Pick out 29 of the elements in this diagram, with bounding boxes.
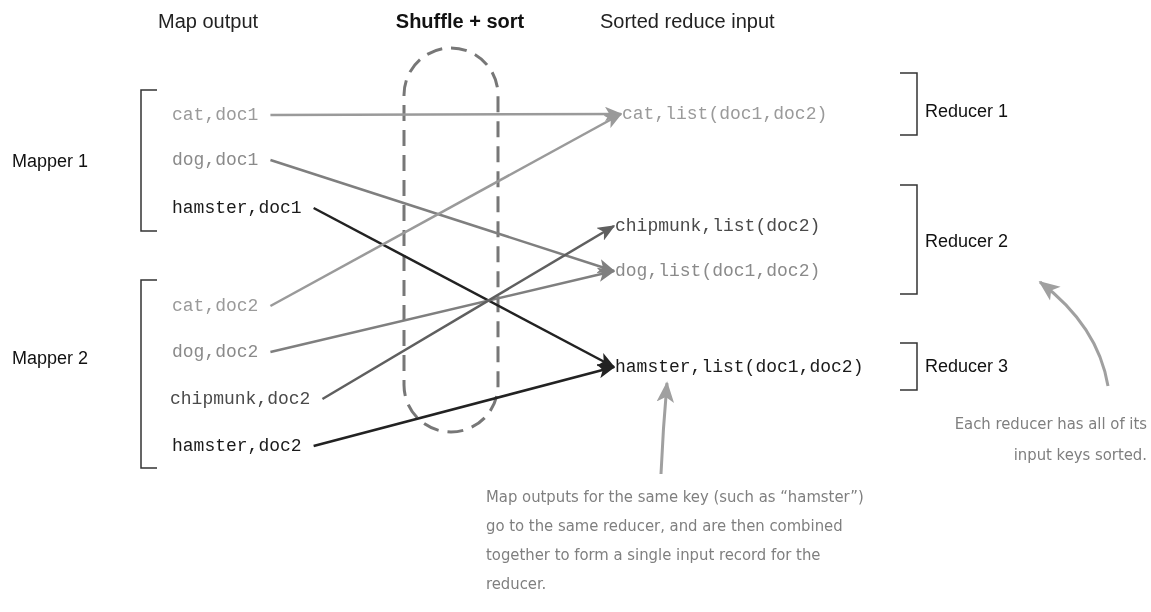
arrow [270,267,616,354]
group-label: Reducer 1 [925,100,1009,123]
annotation-note: Map outputs for the same key (such as “hamster”) go to the same reducer, and are then combined together to form a single input record for the reducer. [486,482,876,598]
key-value-text: hamster,doc2 [172,434,302,458]
column-heading: Map output [158,9,259,34]
key-value-text: dog,doc2 [172,340,259,364]
key-list-text: chipmunk,list(doc2) [615,214,821,238]
key-value-text: chipmunk,doc2 [170,387,311,411]
annotation-note: Each reducer has all of its input keys sorted. [950,408,1147,470]
arrow [269,112,623,308]
key-list-text: hamster,list(doc1,doc2) [615,355,864,379]
leader-arrow [1038,280,1110,387]
arrow [270,158,616,273]
key-value-text: dog,doc1 [172,148,259,172]
column-heading: Sorted reduce input [600,9,775,34]
key-list-text: dog,list(doc1,doc2) [615,259,821,283]
arrow [321,224,616,401]
arrow [313,206,616,369]
group-label: Mapper 1 [12,150,89,173]
group-label: Reducer 2 [925,230,1009,253]
column-heading: Shuffle + sort [394,9,526,34]
key-value-text: cat,doc2 [172,294,259,318]
group-label: Reducer 3 [925,355,1009,378]
key-value-text: cat,doc1 [172,103,259,127]
group-label: Mapper 2 [12,347,89,370]
key-value-text: hamster,doc1 [172,196,302,220]
leader-arrow [656,381,675,475]
arrow [313,364,616,448]
key-list-text: cat,list(doc1,doc2) [622,102,828,126]
